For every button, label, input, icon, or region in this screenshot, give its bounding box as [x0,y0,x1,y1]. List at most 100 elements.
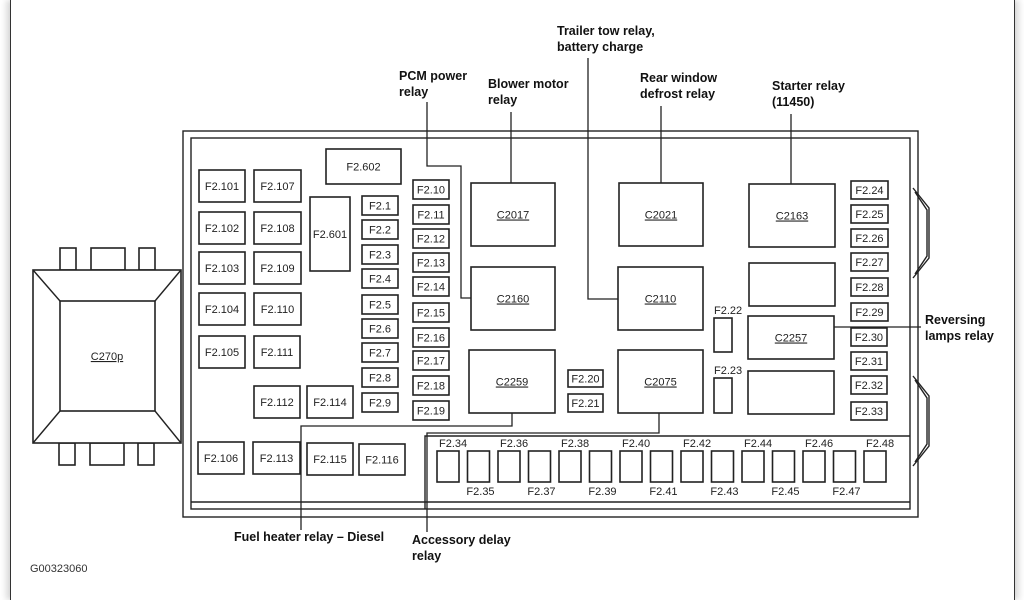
fuse-f2-48: F2.48 [863,438,894,483]
fuse-f2-11: F2.11 [412,204,450,225]
fuse-f2-30: F2.30 [850,327,888,347]
fuse-f2-6: F2.6 [361,318,399,339]
fuse-outline [412,327,450,348]
fuse-label: F2.26 [855,233,883,245]
callout-starter: Starter relay(11450) [772,79,845,109]
fuse-label: F2.28 [855,282,883,294]
callout-trailer: Trailer tow relay,battery charge [557,24,655,54]
relay-c2110: C2110 [617,266,704,331]
fuse-label: F2.48 [866,438,894,450]
fuse-outline [197,441,245,475]
fuse-f2-602: F2.602 [325,148,402,185]
fuse-label: F2.108 [260,223,294,235]
fuse-outline [527,450,552,483]
relay-outline [748,183,836,248]
callout-line: Starter relay [772,79,845,93]
fuse-outline [253,211,302,245]
relay-outline [748,262,836,307]
fuse-label: F2.8 [369,373,391,385]
callout-line: PCM power [399,69,467,83]
fuse-f2-109: F2.109 [253,251,302,285]
fuse-label: F2.15 [417,308,445,320]
fuse-outline [198,169,246,203]
fuse-f2-44: F2.44 [741,438,772,483]
fuse-label: F2.103 [205,263,239,275]
relay-outline [747,315,835,360]
callout-line: defrost relay [640,87,715,101]
housing-outer [182,130,919,518]
fuse-outline [619,450,643,483]
fuse-outline [361,219,399,240]
fuse-f2-110: F2.110 [253,292,302,326]
relay-c2257: C2257 [747,315,835,360]
fuse-label: F2.9 [369,398,391,410]
relay-label: C2259 [496,377,528,389]
fuse-label: F2.104 [205,304,239,316]
fuse-outline [361,342,399,363]
fuse-outline [306,442,354,476]
fuse-label: F2.33 [855,406,883,418]
fuse-f2-107: F2.107 [253,169,302,203]
fuse-f2-40: F2.40 [619,438,650,483]
fuse-label: F2.16 [417,333,445,345]
fuse-outline [850,375,888,395]
fuse-label: F2.102 [205,223,239,235]
fuse-f2-32: F2.32 [850,375,888,395]
connector-c270p: C270p [32,247,182,466]
fuse-label: F2.36 [500,438,528,450]
fuse-f2-22: F2.22 [713,305,742,353]
fuse-f2-27: F2.27 [850,252,889,272]
fuse-label: F2.602 [346,162,380,174]
fuse-outline [412,350,450,371]
fuse-f2-36: F2.36 [497,438,528,483]
fuse-outline [412,400,450,421]
fuse-label: F2.110 [261,304,294,316]
fuse-outline [850,228,889,248]
fuse-outline [741,450,765,483]
fuse-f2-14: F2.14 [412,276,450,297]
fuse-label: F2.5 [369,300,391,312]
fuse-f2-112: F2.112 [253,385,301,419]
fuse-label: F2.114 [313,397,346,409]
fuse-label: F2.3 [369,250,391,262]
fuse-label: F2.101 [205,181,239,193]
fuse-f2-8: F2.8 [361,367,399,388]
relay-label: C2075 [644,377,676,389]
fuse-outline [588,450,613,483]
callout-line: relay [412,549,441,563]
housing-inner [190,137,911,510]
fuse-outline [198,211,246,245]
fuse-outline [680,450,704,483]
fuse-outline [198,335,246,369]
fuse-label: F2.29 [855,307,883,319]
fuse-label: F2.112 [260,397,293,409]
fuse-outline [771,450,796,483]
fuse-outline [497,450,521,483]
mounting-tab-top [912,187,930,279]
fuse-label: F2.17 [417,356,445,368]
fuse-label: F2.37 [527,486,555,498]
fuse-f2-116: F2.116 [358,443,406,476]
fuse-f2-101: F2.101 [198,169,246,203]
fuse-f2-18: F2.18 [412,375,450,396]
leader-pcm [426,102,471,299]
fuse-label: F2.601 [313,229,347,241]
fuse-label: F2.43 [710,486,738,498]
fuse-label: F2.24 [855,185,883,197]
fuse-label: F2.41 [649,486,677,498]
fuse-label: F2.44 [744,438,772,450]
fuse-outline [567,393,604,413]
fuse-f2-21: F2.21 [567,393,604,413]
fuse-f2-15: F2.15 [412,302,450,323]
fuse-f2-23: F2.23 [713,365,742,414]
callout-line: battery charge [557,40,643,54]
fuse-label: F2.38 [561,438,589,450]
fuse-f2-103: F2.103 [198,251,246,285]
fuse-outline [412,375,450,396]
fuse-f2-25: F2.25 [850,204,889,224]
fuse-outline [412,179,450,200]
fuse-label: F2.46 [805,438,833,450]
